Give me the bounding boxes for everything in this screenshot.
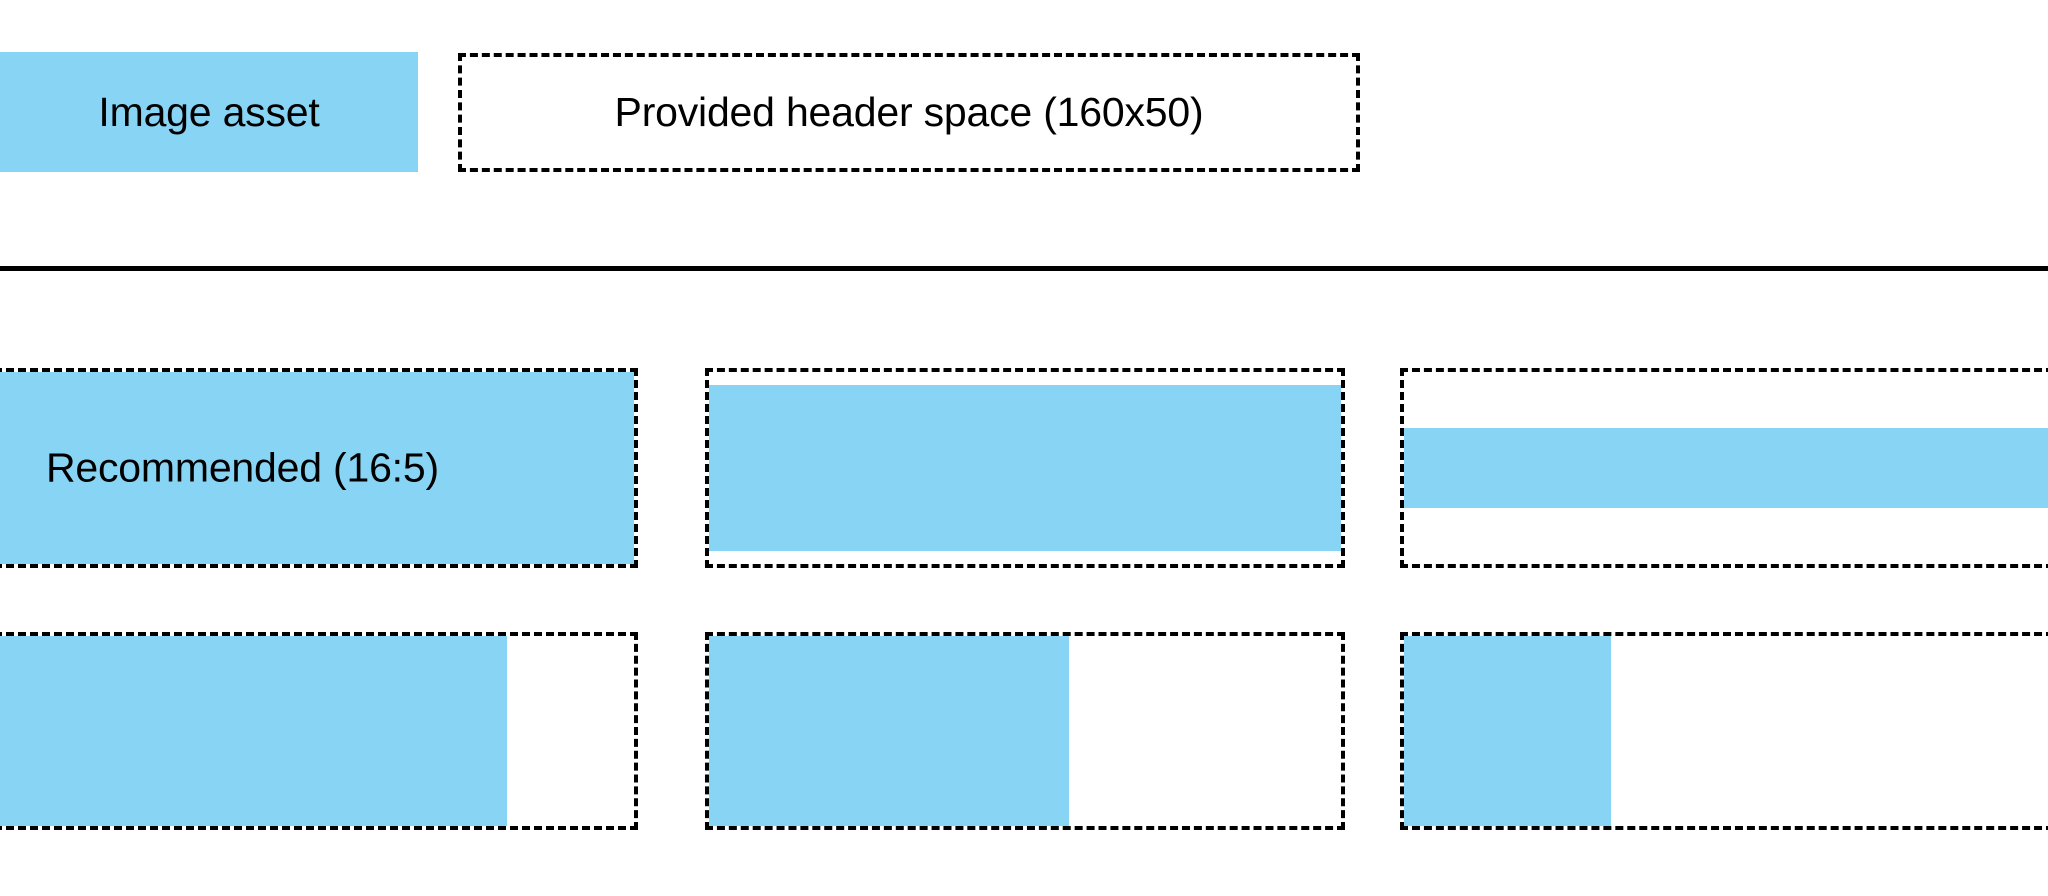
legend-header-space-box: Provided header space (160x50) [458,53,1360,172]
ratio-fill [0,636,507,826]
ratio-cell: Recommended (16:5) [0,368,638,568]
ratio-grid-row [0,632,2048,830]
legend-image-asset-swatch: Image asset [0,52,418,172]
ratio-cell [0,632,638,830]
ratio-fill [709,385,1341,551]
legend-header-space-label: Provided header space (160x50) [614,89,1204,135]
ratio-fill [1404,427,2048,509]
ratio-cell [1400,632,2048,830]
legend-row: Image asset Provided header space (160x5… [0,52,1400,172]
legend-image-asset-label: Image asset [98,88,320,135]
ratio-cell [705,368,1345,568]
ratio-grid-row: Recommended (16:5) [0,368,2048,568]
ratio-cell [705,632,1345,830]
section-divider [0,266,2048,271]
ratio-fill [0,372,634,564]
ratio-cell-label: Recommended (16:5) [46,444,439,491]
ratio-fill [709,636,1070,826]
ratio-cell [1400,368,2048,568]
ratio-fill [1404,636,1611,826]
